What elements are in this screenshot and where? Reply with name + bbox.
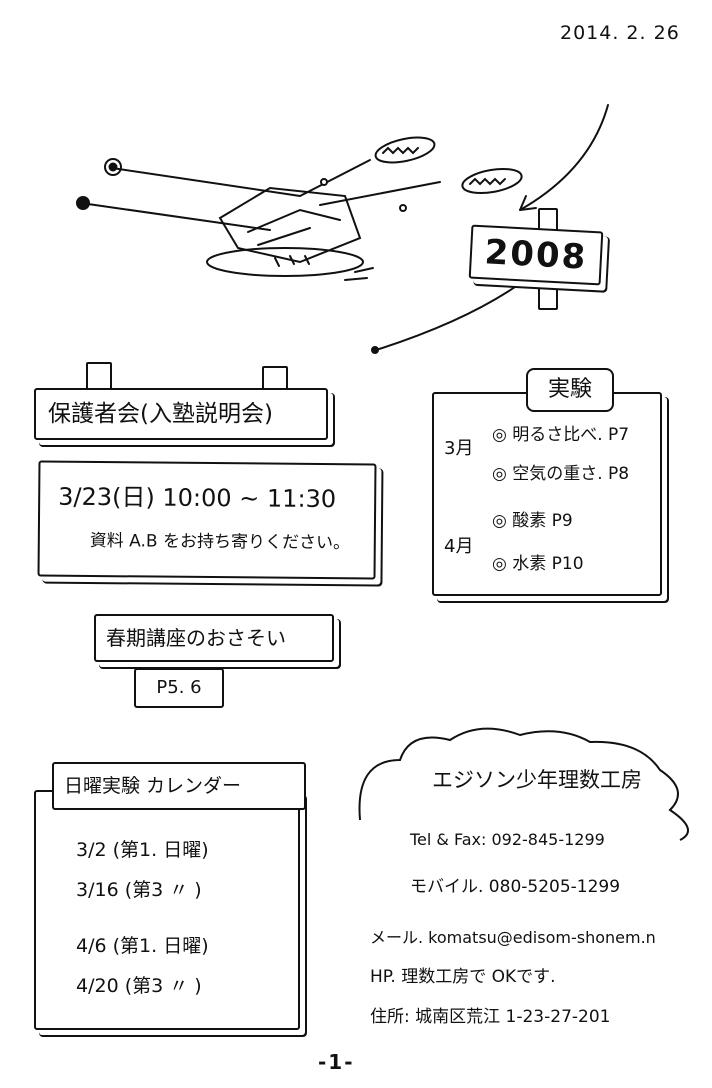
spring-course-pages: P5. 6 — [156, 677, 202, 698]
parents-meeting-title-board: 保護者会(入塾説明会) — [34, 388, 328, 440]
spring-course-title: 春期講座のおさそい — [106, 626, 286, 650]
contact-address: 住所: 城南区荒江 1-23-27-201 — [370, 1007, 611, 1027]
spring-course-pages-board: P5. 6 — [134, 668, 224, 708]
sunday-calendar-board: 3/2 (第1. 日曜) 3/16 (第3 〃 ) 4/6 (第1. 日曜) 4… — [34, 790, 300, 1030]
bullet-icon: ◎ — [492, 511, 513, 531]
experiment-item: ◎ 水素 P10 — [492, 554, 584, 574]
sign-post-bottom — [538, 286, 558, 310]
calendar-entry: 3/16 (第3 〃 ) — [76, 879, 202, 901]
bullet-icon: ◎ — [492, 464, 513, 484]
experiment-item: ◎ 酸素 P9 — [492, 511, 573, 531]
contact-tel-fax: Tel & Fax: 092-845-1299 — [410, 830, 605, 849]
bullet-icon: ◎ — [492, 425, 513, 445]
calendar-entry: 4/6 (第1. 日曜) — [76, 935, 209, 957]
experiments-items: ◎ 明るさ比べ. P7 ◎ 空気の重さ. P8 ◎ 酸素 P9 ◎ 水素 P10 — [492, 420, 629, 574]
date-label: 2014. 2. 26 — [560, 22, 680, 44]
calendar-entry: 4/20 (第3 〃 ) — [76, 975, 202, 997]
spring-course-board: 春期講座のおさそい — [94, 614, 334, 662]
contact-name: エジソン少年理数工房 — [432, 768, 642, 792]
experiment-item: ◎ 空気の重さ. P8 — [492, 464, 630, 484]
experiments-board: 3月 ◎ 明るさ比べ. P7 ◎ 空気の重さ. P8 ◎ 酸素 P9 ◎ 水素 … — [432, 392, 662, 596]
contact-mail: メール. komatsu@edisom-shonem.n — [370, 928, 656, 947]
calendar-entries: 3/2 (第1. 日曜) 3/16 (第3 〃 ) 4/6 (第1. 日曜) 4… — [76, 830, 209, 1006]
experiments-month: 3月 — [444, 438, 474, 459]
experiment-item: ◎ 明るさ比べ. P7 — [492, 425, 630, 445]
contact-hp: HP. 理数工房で OKです. — [370, 967, 556, 987]
experiments-month-row: 3月 — [444, 428, 473, 460]
experiments-title-board: 実験 — [526, 368, 614, 412]
page-number: -1- — [318, 1050, 355, 1074]
experiments-month: 4月 — [444, 536, 474, 557]
calendar-entry: 3/2 (第1. 日曜) — [76, 839, 209, 861]
experiments-title: 実験 — [547, 377, 592, 402]
contact-mobile: モバイル. 080-5205-1299 — [410, 877, 621, 897]
bullet-icon: ◎ — [492, 554, 513, 574]
sunday-calendar-title-board: 日曜実験 カレンダー — [52, 762, 306, 810]
parents-meeting-title: 保護者会(入塾説明会) — [48, 401, 273, 427]
sunday-calendar-title: 日曜実験 カレンダー — [64, 775, 242, 797]
